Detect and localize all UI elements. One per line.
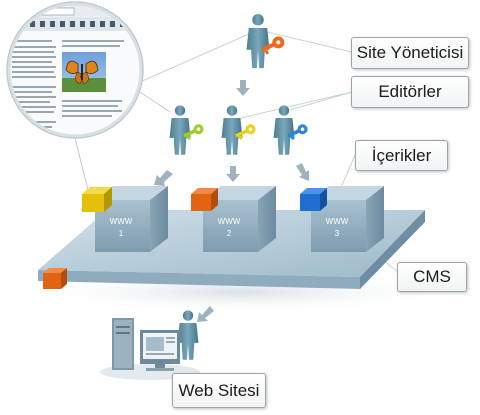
content-cube-yellow xyxy=(82,187,112,212)
box-2-number: 2 xyxy=(227,229,232,238)
admin-key-icon xyxy=(261,36,285,55)
web-computer-icon xyxy=(100,318,200,380)
flow-arrows xyxy=(154,80,309,322)
connector-lines xyxy=(139,29,399,273)
content-cube-orange xyxy=(191,188,218,211)
editor-figure-2 xyxy=(221,105,243,155)
content-cube-blue xyxy=(300,188,327,211)
editor-figure-3 xyxy=(273,105,295,155)
site-admin-label: Site Yöneticisi xyxy=(351,37,469,69)
box-3-number: 3 xyxy=(335,229,340,238)
web-user-figure xyxy=(177,310,199,360)
editor-figure-1 xyxy=(169,105,191,155)
box-2-caption: WWW xyxy=(218,217,241,226)
editors-label: Editörler xyxy=(351,76,469,108)
contents-label: İçerikler xyxy=(355,140,448,171)
box-1-caption: WWW xyxy=(110,217,133,226)
website-label: Web Sitesi xyxy=(172,373,266,408)
cms-label: CMS xyxy=(397,262,467,292)
content-cube-platform-orange xyxy=(43,268,67,289)
content-box-2 xyxy=(203,186,276,252)
editor-key-yellow-icon xyxy=(235,124,256,140)
editor-key-green-icon xyxy=(183,124,204,140)
editor-key-blue-icon xyxy=(287,124,308,140)
site-admin-figure xyxy=(246,14,270,69)
editor-screenshot-magnifier xyxy=(6,1,171,191)
box-3-caption: WWW xyxy=(326,217,349,226)
box-1-number: 1 xyxy=(119,229,124,238)
